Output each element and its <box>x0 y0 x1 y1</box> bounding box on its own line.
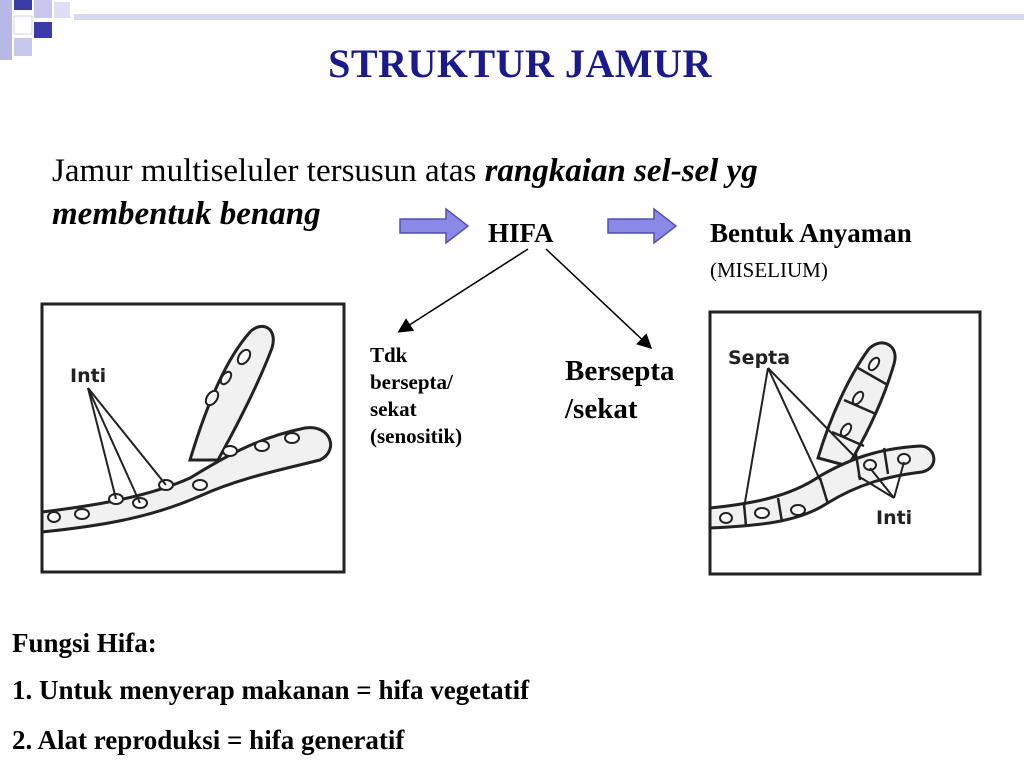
slide-title: STRUKTUR JAMUR <box>328 41 712 86</box>
deco-square-pale <box>54 2 70 18</box>
coenocytic-hypha-figure: Inti <box>40 302 346 574</box>
non-septate-line-1: Tdk <box>370 343 408 367</box>
septa-label-right: Septa <box>728 347 790 369</box>
non-septate-line-4: (senositik) <box>370 424 463 448</box>
intro-emphasis-1: rangkaian sel-sel yg <box>484 153 758 189</box>
non-septate-line-3: sekat <box>370 397 417 421</box>
deco-top-line <box>74 14 1024 20</box>
inti-pointer-lines-right <box>857 461 905 499</box>
intro-plain: Jamur multiseluler tersusun atas <box>52 153 485 189</box>
inti-label-left: Inti <box>70 365 106 387</box>
septate-label: Bersepta /sekat <box>565 352 715 428</box>
deco-square-light-2 <box>14 38 32 56</box>
septate-hypha-figure: Septa Inti <box>708 310 982 576</box>
nuclei-right <box>719 356 911 524</box>
deco-square-outline <box>13 15 33 35</box>
deco-bar-vertical <box>0 0 12 60</box>
fungsi-item: 2. Alat reproduksi = hifa generatif <box>12 725 405 755</box>
deco-square-dark-2 <box>34 22 52 38</box>
septa-walls-right <box>742 366 890 527</box>
block-arrow-to-anyaman <box>607 207 678 245</box>
septate-line-1: Bersepta <box>565 355 675 387</box>
septate-line-2: /sekat <box>565 393 638 425</box>
block-arrow-to-hifa <box>399 207 470 245</box>
branch-line-left <box>397 248 529 333</box>
fungsi-item: 1. Untuk menyerap makanan = hifa vegetat… <box>12 675 530 705</box>
inti-pointer-lines-left <box>87 387 167 504</box>
deco-square-dark <box>14 0 32 10</box>
deco-square-light <box>34 0 52 18</box>
intro-text: Jamur multiseluler tersusun atas rangkai… <box>52 150 952 236</box>
intro-emphasis-2: membentuk benang <box>52 196 321 232</box>
miselium-label: (MISELIUM) <box>710 258 828 282</box>
anyaman-label: Bentuk Anyaman <box>710 218 912 248</box>
non-septate-label: Tdk bersepta/ sekat (senositik) <box>370 342 510 450</box>
fungsi-title: Fungsi Hifa: <box>12 628 157 658</box>
nuclei-left <box>47 348 300 523</box>
non-septate-line-2: bersepta/ <box>370 370 453 394</box>
branch-line-right <box>545 248 653 350</box>
hifa-label: HIFA <box>488 218 554 248</box>
inti-label-right: Inti <box>876 507 912 529</box>
septa-pointer-lines-right <box>743 367 857 509</box>
